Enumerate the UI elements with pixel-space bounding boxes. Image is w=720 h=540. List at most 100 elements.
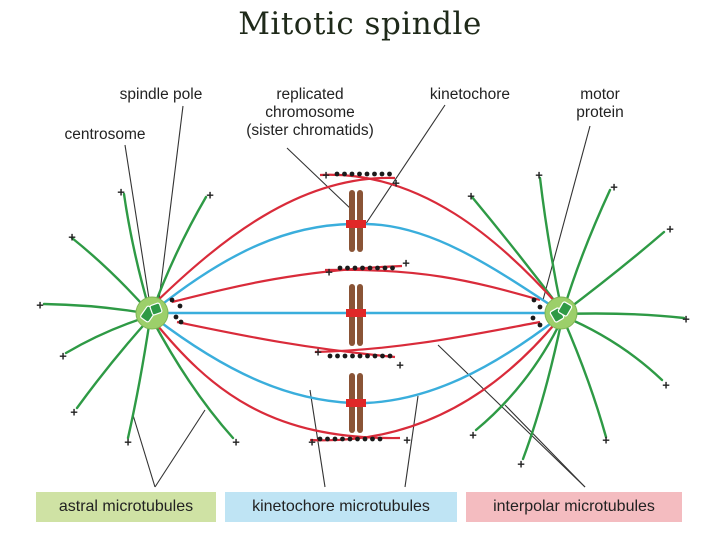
motor-protein-dot xyxy=(318,437,323,442)
astral-mt-right-5 xyxy=(563,314,684,319)
motor-protein-dot xyxy=(372,172,377,177)
kinetochore-mt-5 xyxy=(155,318,352,403)
plus-end-marker: + xyxy=(396,357,404,372)
interpolar-mt-6 xyxy=(315,322,540,352)
plus-end-marker: + xyxy=(402,255,410,270)
plus-end-markers: +++++++++++++++++++++++++ xyxy=(36,167,690,471)
plus-end-marker: + xyxy=(403,432,411,447)
label-kinetochore: kinetochore xyxy=(410,86,530,104)
pointer-astral-2 xyxy=(155,410,205,487)
motor-protein-dot xyxy=(388,354,393,359)
motor-protein-dot xyxy=(333,437,338,442)
pointer-motor-protein xyxy=(543,126,590,300)
plus-end-marker: + xyxy=(232,434,240,449)
spindle-pole-left xyxy=(136,297,168,329)
interpolar-mt-8 xyxy=(310,320,558,440)
motor-protein-dot xyxy=(360,266,365,271)
motor-protein-dot xyxy=(178,304,183,309)
plus-end-marker: + xyxy=(36,297,44,312)
plus-end-marker: + xyxy=(68,229,76,244)
motor-protein-dot xyxy=(348,437,353,442)
label-centrosome: centrosome xyxy=(40,126,170,144)
label-spindle-pole: spindle pole xyxy=(96,86,226,104)
motor-protein-dot xyxy=(174,315,179,320)
pointer-interpolar-2 xyxy=(505,405,585,487)
plus-end-marker: + xyxy=(517,456,525,471)
kinetochore-marker xyxy=(346,399,366,407)
plus-end-marker: + xyxy=(662,377,670,392)
motor-protein-dot xyxy=(335,354,340,359)
plus-end-marker: + xyxy=(392,175,400,190)
motor-protein-dot xyxy=(387,172,392,177)
motor-protein-dot xyxy=(383,266,388,271)
kinetochore-marker xyxy=(346,309,366,317)
plus-end-marker: + xyxy=(469,427,477,442)
label-replicated-chromosome: replicated chromosome (sister chromatids… xyxy=(225,86,395,140)
label-line: protein xyxy=(555,104,645,122)
kinetochore-marker xyxy=(346,220,366,228)
plus-end-marker: + xyxy=(59,348,67,363)
motor-protein-dot xyxy=(532,298,537,303)
plus-end-marker: + xyxy=(535,167,543,182)
astral-mt-left-6 xyxy=(77,318,150,408)
plus-end-marker: + xyxy=(682,311,690,326)
motor-protein-dot xyxy=(358,354,363,359)
motor-protein-dot xyxy=(342,172,347,177)
astral-mt-right-7 xyxy=(563,318,606,437)
motor-protein-dot xyxy=(368,266,373,271)
label-motor-protein: motor protein xyxy=(555,86,645,122)
motor-protein-dot xyxy=(340,437,345,442)
motor-protein-dot xyxy=(390,266,395,271)
plus-end-marker: + xyxy=(666,221,674,236)
motor-protein-dot xyxy=(345,266,350,271)
chromosomes xyxy=(346,190,366,433)
legend-kinetochore-microtubules: kinetochore microtubules xyxy=(225,492,457,522)
astral-mt-left-3 xyxy=(72,238,150,313)
plus-end-marker: + xyxy=(117,184,125,199)
astral-mt-left-7 xyxy=(128,319,150,438)
plus-end-marker: + xyxy=(308,434,316,449)
motor-protein-dot xyxy=(370,437,375,442)
motor-protein-dot xyxy=(538,323,543,328)
plus-end-marker: + xyxy=(70,404,78,419)
chromosome-middle xyxy=(346,284,366,346)
motor-protein-dot xyxy=(373,354,378,359)
astral-mt-left-5 xyxy=(66,316,150,353)
pointer-interpolar-1 xyxy=(438,345,585,487)
motor-protein-dot xyxy=(365,172,370,177)
plus-end-marker: + xyxy=(124,434,132,449)
motor-protein-dot xyxy=(179,320,184,325)
motor-protein-dot xyxy=(350,172,355,177)
plus-end-marker: + xyxy=(610,179,618,194)
label-line: (sister chromatids) xyxy=(225,122,395,140)
motor-protein-dot xyxy=(538,305,543,310)
motor-protein-dot xyxy=(380,172,385,177)
plus-end-marker: + xyxy=(314,344,322,359)
label-line: motor xyxy=(555,86,645,104)
kinetochore-mt-6 xyxy=(366,318,558,403)
legend-astral-microtubules: astral microtubules xyxy=(36,492,216,522)
astral-mt-left-4 xyxy=(44,304,150,314)
pointer-astral-1 xyxy=(133,415,155,487)
astral-mt-right-6 xyxy=(563,316,662,380)
chromosome-bottom xyxy=(346,373,366,433)
astral-mt-left-8 xyxy=(152,319,233,438)
pointer-chromosome xyxy=(287,148,352,210)
motor-protein-dot xyxy=(531,316,536,321)
motor-protein-dot xyxy=(363,437,368,442)
motor-protein-dot xyxy=(325,437,330,442)
plus-end-marker: + xyxy=(325,264,333,279)
motor-protein-dot xyxy=(328,354,333,359)
motor-protein-dot xyxy=(380,354,385,359)
plus-end-marker: + xyxy=(206,187,214,202)
legend-interpolar-microtubules: interpolar microtubules xyxy=(466,492,682,522)
interpolar-mt-3 xyxy=(172,266,402,302)
motor-protein-dot xyxy=(365,354,370,359)
motor-protein-dot xyxy=(350,354,355,359)
plus-end-marker: + xyxy=(467,188,475,203)
astral-mt-right-4 xyxy=(563,232,664,313)
motor-protein-dot xyxy=(338,266,343,271)
motor-protein-dot xyxy=(355,437,360,442)
